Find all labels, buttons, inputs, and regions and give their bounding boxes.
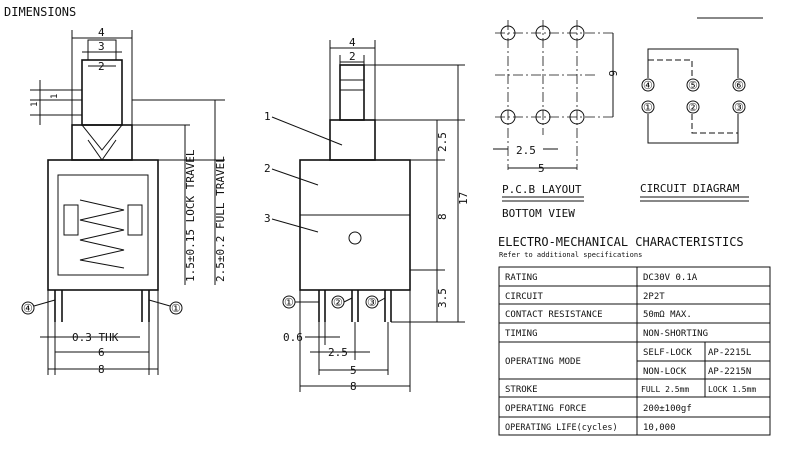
table-title: ELECTRO-MECHANICAL CHARACTERISTICS	[498, 235, 744, 249]
circuit-pin-6: ⑥	[734, 79, 744, 92]
front-dim-pitch-2-5: 2.5	[328, 346, 348, 359]
circuit-title: CIRCUIT DIAGRAM	[640, 182, 740, 195]
front-dim-2-5: 2.5	[436, 132, 449, 152]
dim-4: 4	[98, 26, 105, 39]
pcb-dim-5: 5	[538, 162, 545, 175]
pcb-dim-2-5: 2.5	[516, 144, 536, 157]
front-dim-3-5: 3.5	[436, 288, 449, 308]
full-travel-label: 2.5±0.2 FULL TRAVEL	[214, 156, 227, 282]
front-plunger-base	[329, 119, 376, 161]
callout-1: 1	[264, 110, 271, 123]
front-plunger	[339, 64, 365, 121]
front-dim-8: 8	[436, 213, 449, 220]
dim-6: 6	[98, 346, 105, 359]
front-pin-1: ①	[284, 296, 294, 309]
mode-non-lock: NON-LOCK	[643, 367, 687, 377]
front-dim-2: 2	[349, 50, 356, 63]
mode-non-lock-part: AP-2215N	[708, 367, 751, 377]
page-title: DIMENSIONS	[4, 5, 76, 19]
timing-label: TIMING	[505, 329, 538, 339]
dim-2: 2	[98, 60, 105, 73]
front-dim-0-6: 0.6	[283, 331, 303, 344]
callout-2: 2	[264, 162, 271, 175]
front-dim-5: 5	[350, 364, 357, 377]
pcb-dim-6: 6	[606, 70, 619, 77]
mode-self-lock: SELF-LOCK	[643, 348, 692, 358]
rating-label: RATING	[505, 273, 538, 283]
front-pin-3: ③	[367, 296, 377, 309]
characteristics-table: ELECTRO-MECHANICAL CHARACTERISTICS Refer…	[498, 235, 771, 436]
front-view: 4 2 1 2 3 2.5 8 17 3.5 ① ② ③ 0.6 2.5 5	[264, 36, 470, 393]
stroke-lock: LOCK 1.5mm	[708, 385, 756, 394]
pcb-layout: 6 2.5 5 P.C.B LAYOUT BOTTOM VIEW	[493, 20, 619, 220]
circuit-value: 2P2T	[643, 292, 665, 302]
lock-travel-label: 1.5±0.15 LOCK TRAVEL	[184, 149, 197, 282]
dim-thk: 0.3 THK	[72, 331, 119, 344]
side-pin-4: ④	[23, 302, 33, 315]
circuit-label: CIRCUIT	[505, 292, 544, 302]
pcb-subtitle: BOTTOM VIEW	[502, 207, 575, 220]
timing-value: NON-SHORTING	[643, 329, 708, 339]
resistance-value: 50mΩ MAX.	[643, 310, 692, 320]
rating-value: DC30V 0.1A	[643, 273, 698, 283]
side-plunger-base	[71, 124, 133, 161]
circuit-pin-2: ②	[688, 101, 698, 114]
mode-label: OPERATING MODE	[505, 357, 581, 367]
front-pin-2: ②	[333, 296, 343, 309]
stroke-full: FULL 2.5mm	[641, 385, 689, 394]
force-value: 200±100gf	[643, 404, 692, 414]
circuit-pin-5: ⑤	[688, 79, 698, 92]
circuit-diagram: ④ ⑤ ⑥ ① ② ③ CIRCUIT DIAGRAM	[640, 17, 763, 202]
front-dim-width-8: 8	[350, 380, 357, 393]
front-dim-4: 4	[349, 36, 356, 49]
table-subtitle: Refer to additional specifications	[499, 251, 642, 259]
front-body	[299, 159, 411, 291]
callout-3: 3	[264, 212, 271, 225]
dim-8: 8	[98, 363, 105, 376]
resistance-label: CONTACT RESISTANCE	[505, 310, 603, 320]
dim-1b: 1	[50, 94, 60, 99]
side-view: 4 3 2 1 1 1.5±0.15 LOCK TRAVEL 2.5±0.2 F…	[21, 26, 227, 376]
circuit-pin-4: ④	[643, 79, 653, 92]
dim-3: 3	[98, 40, 105, 53]
life-value: 10,000	[643, 423, 676, 433]
front-dim-17: 17	[457, 192, 470, 205]
life-label: OPERATING LIFE(cycles)	[505, 423, 618, 433]
force-label: OPERATING FORCE	[505, 404, 586, 414]
circuit-pin-1: ①	[643, 101, 653, 114]
stroke-label: STROKE	[505, 385, 538, 395]
side-pin-1: ①	[171, 302, 181, 315]
dim-1a: 1	[30, 102, 40, 107]
circuit-pin-3: ③	[734, 101, 744, 114]
mode-self-lock-part: AP-2215L	[708, 348, 751, 358]
pcb-title: P.C.B LAYOUT	[502, 183, 582, 196]
